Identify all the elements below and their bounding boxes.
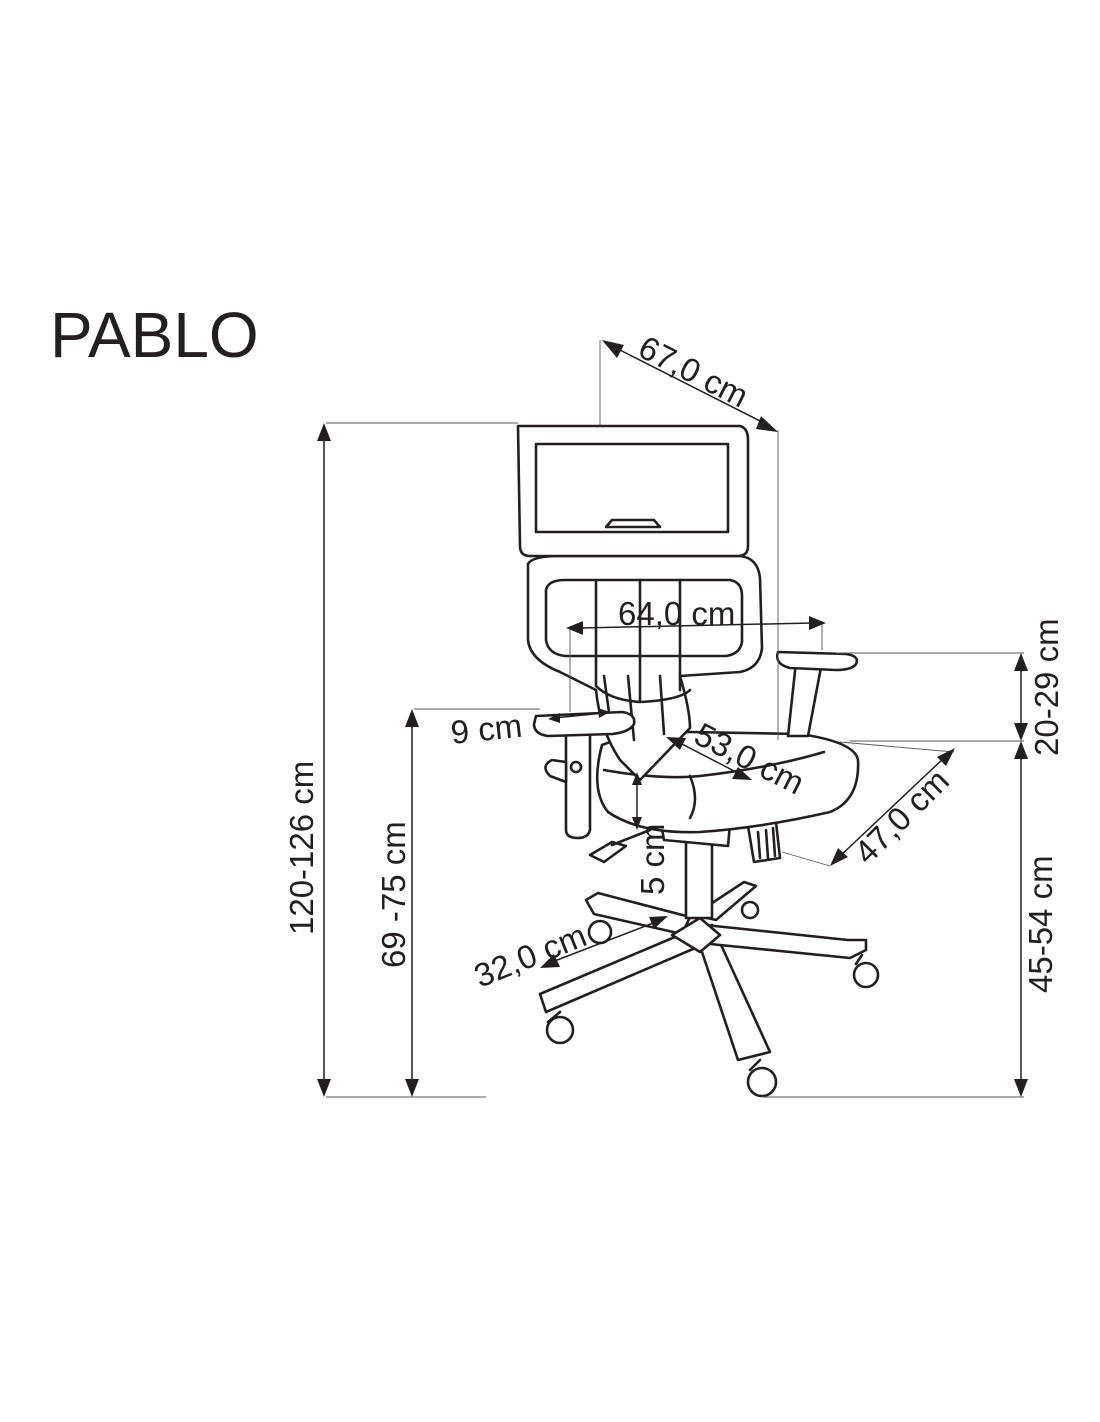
label-overall-width: 67,0 cm bbox=[633, 328, 754, 414]
label-total-height: 120-126 cm bbox=[283, 761, 320, 935]
label-seat-height: 45-54 cm bbox=[1022, 855, 1059, 993]
label-armrest-height: 69 -75 cm bbox=[375, 821, 412, 968]
armrest-left bbox=[532, 710, 636, 840]
label-lumbar: 5 cm bbox=[634, 823, 671, 895]
dimension-lines bbox=[317, 340, 1028, 1098]
label-armrest-width: 9 cm bbox=[449, 707, 524, 751]
armrest-right bbox=[775, 650, 859, 738]
product-title: PABLO bbox=[50, 299, 259, 371]
label-armrest-span: 64,0 cm bbox=[618, 595, 735, 632]
label-seat-depth: 47,0 cm bbox=[847, 762, 956, 871]
gas-cylinder bbox=[684, 834, 714, 920]
chair-illustration bbox=[516, 424, 880, 1098]
headrest bbox=[516, 424, 750, 558]
label-armrest-adjust: 20-29 cm bbox=[1028, 618, 1065, 756]
chair-base bbox=[538, 880, 880, 1098]
